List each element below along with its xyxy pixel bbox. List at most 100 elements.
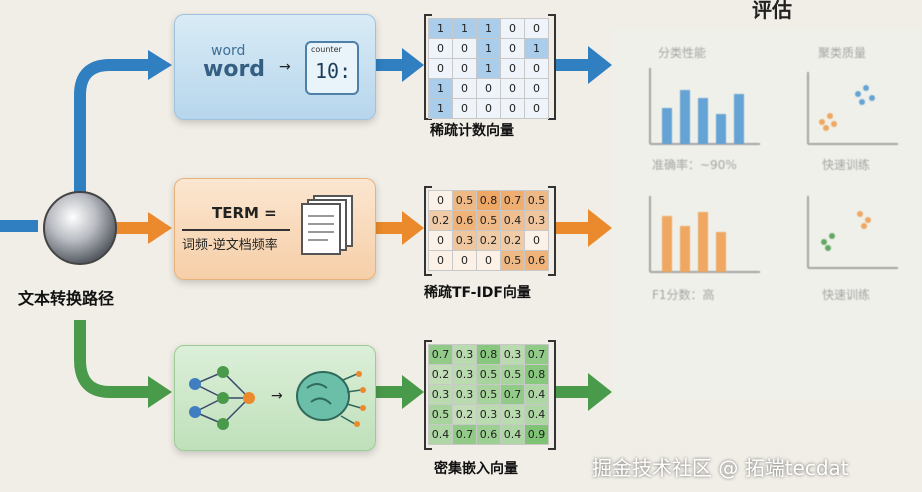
- green-shaft-3: [556, 386, 590, 398]
- matrix-cell: 0.7: [428, 344, 453, 365]
- source-node-sphere: [43, 191, 117, 265]
- matrix-bracket-right-2: [548, 186, 556, 276]
- green-path-connector: [74, 320, 150, 398]
- matrix-cell: 0.3: [428, 384, 453, 405]
- orange-arrowhead-2: [402, 211, 424, 245]
- matrix-cell: 0.5: [500, 364, 525, 385]
- matrix-cell: 0.3: [452, 230, 477, 251]
- matrix-cell: 0: [476, 98, 501, 119]
- word-cloud-icon: word word: [203, 43, 266, 82]
- matrix-cell: 0: [500, 78, 525, 99]
- matrix-cell: 0: [524, 78, 549, 99]
- matrix-cell: 0.5: [428, 404, 453, 425]
- matrix-cell: 0.3: [452, 364, 477, 385]
- matrix-cell: 1: [428, 78, 453, 99]
- matrix-cell: 0.3: [524, 210, 549, 231]
- matrix-cell: 0: [428, 38, 453, 59]
- blue-shaft-2: [374, 59, 404, 71]
- sparse-count-caption: 稀疏计数向量: [430, 123, 514, 139]
- matrix-cell: 0.2: [428, 364, 453, 385]
- matrix-bracket-left-2: [424, 186, 432, 276]
- matrix-cell: 1: [476, 38, 501, 59]
- matrix-cell: 0: [452, 38, 477, 59]
- matrix-cell: 0.3: [452, 344, 477, 365]
- matrix-cell: 0: [428, 230, 453, 251]
- matrix-cell: 0.7: [500, 190, 525, 211]
- matrix-cell: 0.5: [452, 190, 477, 211]
- matrix-cell: 0: [500, 58, 525, 79]
- fast-training-label-1: 快速训练: [822, 158, 871, 172]
- matrix-cell: 0.7: [524, 344, 549, 365]
- classification-label: 分类性能: [658, 46, 707, 60]
- matrix-cell: 1: [476, 58, 501, 79]
- blue-arrowhead-1: [148, 50, 172, 80]
- matrix-cell: 0: [428, 250, 453, 271]
- evaluation-panel: 分类性能 聚类质量 准确率：~90% 快速训练 F1分数：高 快速训练: [612, 28, 922, 400]
- neural-network-icon: [189, 366, 255, 430]
- matrix-bracket-left-3: [424, 340, 432, 450]
- blue-arrowhead-3: [588, 46, 612, 84]
- blue-shaft-3: [556, 59, 590, 71]
- matrix-cell: 0.2: [500, 230, 525, 251]
- matrix-cell: 0.4: [500, 424, 525, 445]
- matrix-cell: 0.8: [476, 344, 501, 365]
- matrix-cell: 0: [476, 78, 501, 99]
- green-shaft-2: [374, 386, 404, 398]
- matrix-cell: 1: [428, 98, 453, 119]
- matrix-cell: 0.5: [500, 250, 525, 271]
- arrow-icon: →: [279, 59, 291, 75]
- matrix-cell: 0: [524, 18, 549, 39]
- matrix-cell: 0.7: [452, 424, 477, 445]
- matrix-cell: 1: [452, 18, 477, 39]
- matrix-cell: 0.5: [524, 190, 549, 211]
- orange-shaft-3: [556, 222, 590, 234]
- evaluation-title: 评估: [752, 0, 792, 22]
- accuracy-label: 准确率：~90%: [652, 158, 737, 172]
- matrix-bracket-right-3: [548, 340, 556, 450]
- sparse-tfidf-caption: 稀疏TF-IDF向量: [424, 285, 531, 301]
- matrix-cell: 0: [428, 58, 453, 79]
- matrix-cell: 0: [476, 250, 501, 271]
- documents-icon: [301, 195, 353, 255]
- matrix-cell: 0.5: [476, 364, 501, 385]
- matrix-cell: 0: [500, 38, 525, 59]
- count-vectorizer-card: word word → counter 10:: [174, 14, 376, 120]
- orange-shaft-2: [374, 222, 404, 234]
- fast-training-label-2: 快速训练: [822, 288, 871, 302]
- matrix-cell: 0.2: [452, 404, 477, 425]
- bar-chart-orange-icon: [649, 196, 760, 273]
- matrix-cell: 0.3: [476, 404, 501, 425]
- matrix-cell: 0.6: [452, 210, 477, 231]
- matrix-cell: 0: [500, 98, 525, 119]
- matrix-cell: 0: [524, 98, 549, 119]
- matrix-cell: 1: [428, 18, 453, 39]
- matrix-cell: 0: [452, 78, 477, 99]
- term-label: TERM =: [212, 204, 277, 222]
- matrix-cell: 0.7: [500, 384, 525, 405]
- term-divider: [182, 229, 290, 231]
- embedding-card: →: [174, 345, 376, 451]
- matrix-cell: 1: [524, 38, 549, 59]
- matrix-cell: 0.3: [452, 384, 477, 405]
- scatter-cluster-icon: [807, 72, 898, 145]
- matrix-bracket-right: [548, 14, 556, 120]
- arrow-icon-2: →: [271, 388, 283, 404]
- green-arrowhead-3: [588, 373, 612, 411]
- blue-path-connector: [74, 59, 150, 205]
- orange-arrowhead-1: [148, 212, 172, 244]
- scatter-cluster-icon-2: [807, 196, 898, 269]
